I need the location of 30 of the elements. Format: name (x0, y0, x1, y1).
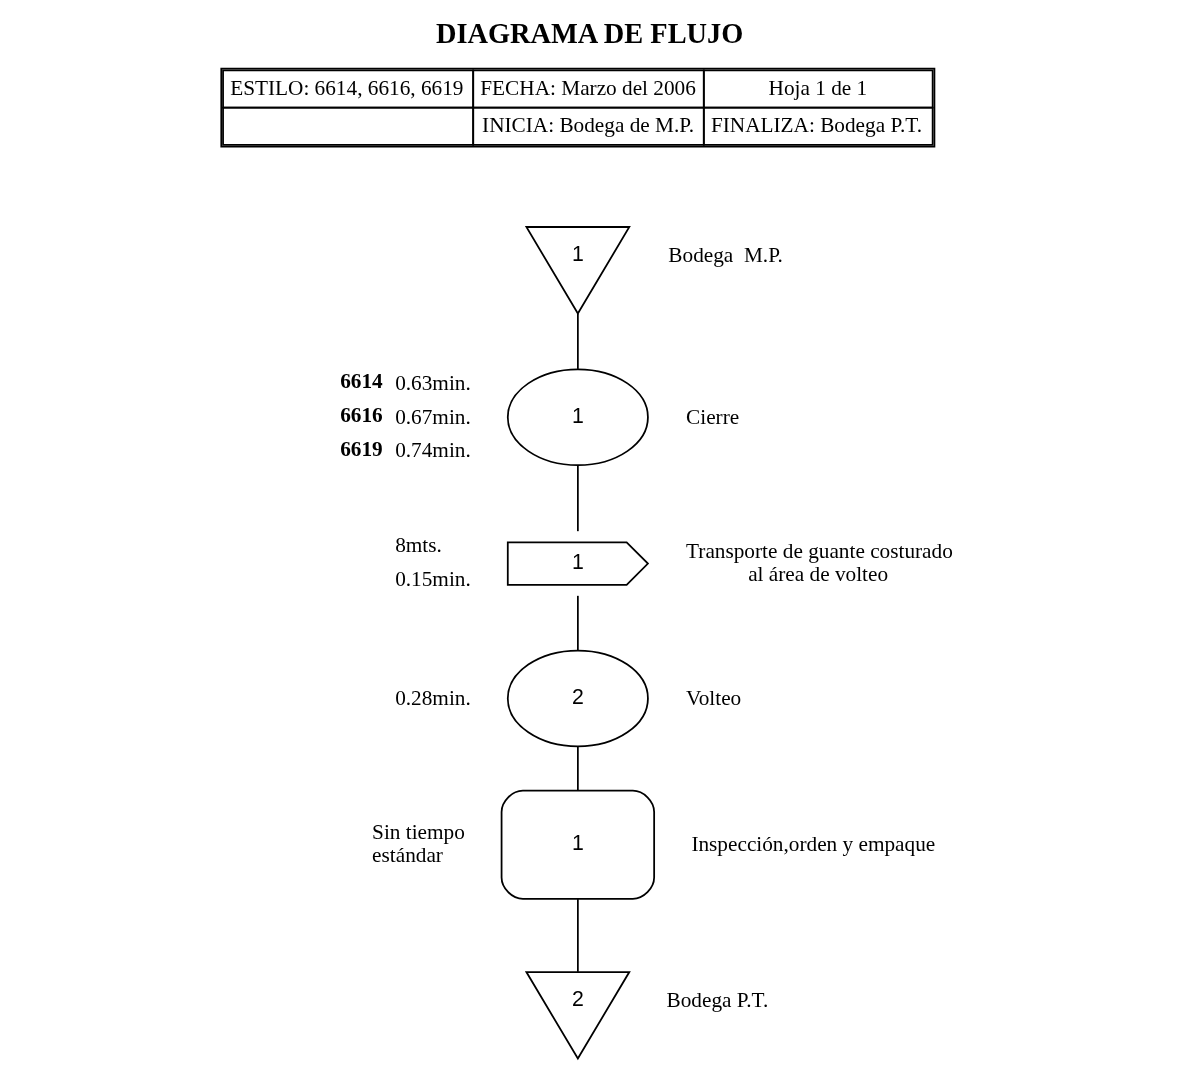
label: FINALIZA: Bodega P.T. (710, 112, 922, 137)
node-label: 6614 (340, 369, 383, 394)
node-label: 0.67min. (395, 404, 471, 429)
node-label: 6616 (340, 402, 383, 427)
node-ellipse: 1 (506, 368, 649, 467)
node-label: 0.15min. (395, 566, 471, 591)
connector (576, 594, 579, 652)
label: ESTILO: 6614, 6616, 6619 (230, 75, 464, 100)
connector (576, 898, 579, 973)
node-label: Cierre (686, 404, 740, 429)
label: Hoja 1 de 1 (768, 75, 868, 100)
connector (576, 312, 579, 370)
connector (576, 746, 579, 792)
label: INICIA: Bodega de M.P. (482, 112, 695, 137)
diagram-title: DIAGRAMA DE FLUJO (435, 18, 744, 50)
node-label: Sin tiempo estándar (372, 819, 465, 867)
node-box: 1 (500, 789, 656, 900)
node-label: 0.74min. (395, 438, 471, 463)
node-ellipse: 2 (506, 649, 649, 748)
node-label: 0.63min. (395, 370, 471, 395)
connector (576, 464, 579, 533)
label: FECHA: Marzo del 2006 (480, 75, 696, 100)
node-label: 6619 (340, 436, 383, 461)
node-label: Inspección,orden y empaque (691, 832, 936, 857)
node-label: Bodega M.P. (668, 243, 783, 268)
node-label: Bodega P.T. (666, 988, 769, 1013)
node-label: Volteo (686, 685, 742, 710)
node-label: 8mts. (395, 533, 442, 558)
node-label: 0.28min. (395, 685, 471, 710)
node-label: Transporte de guante costurado al área de volteo (686, 538, 953, 586)
